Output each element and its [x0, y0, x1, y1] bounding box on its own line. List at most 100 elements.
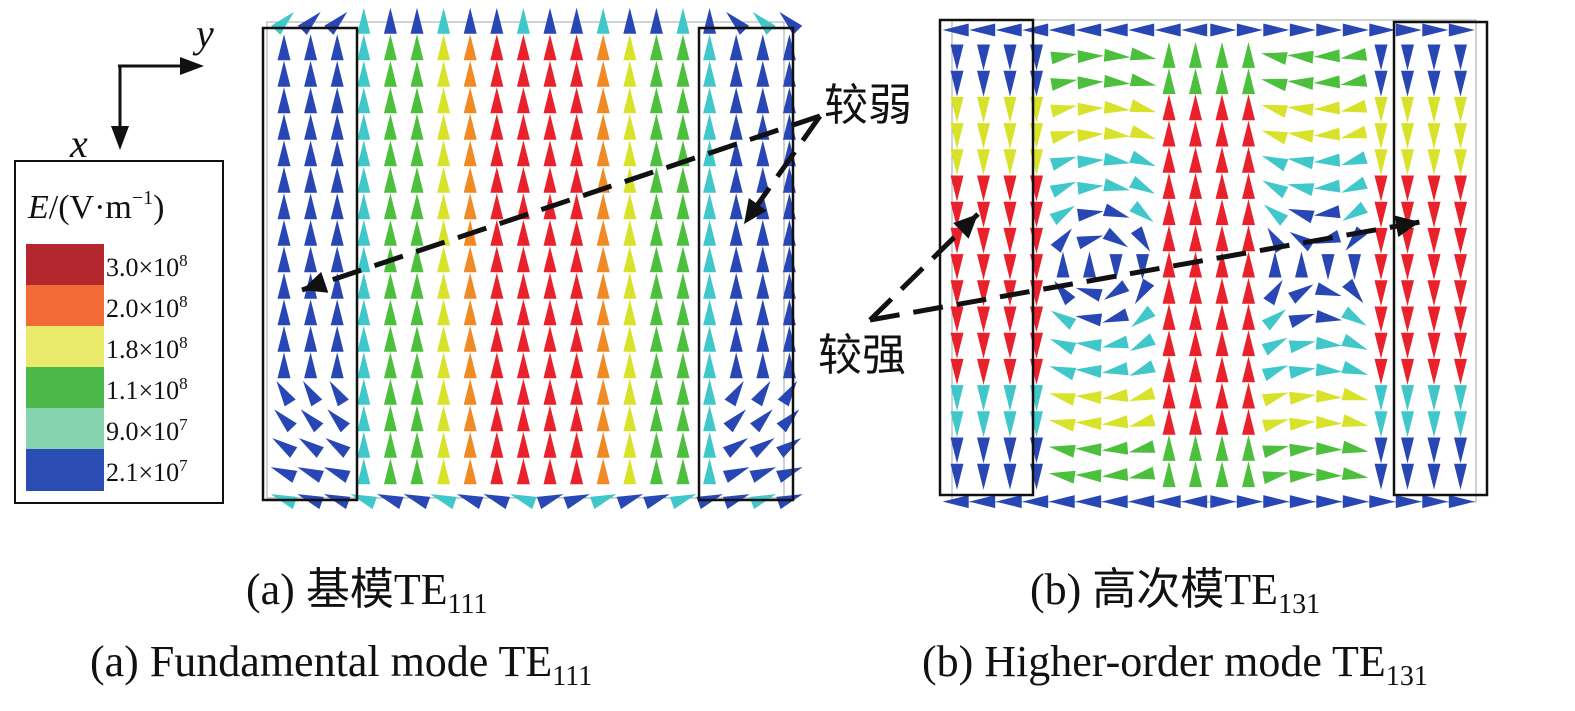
field-arrow — [1101, 441, 1129, 455]
field-arrow — [330, 193, 344, 220]
field-arrow — [1104, 280, 1130, 300]
field-arrow — [756, 87, 770, 114]
field-arrow — [1262, 471, 1289, 485]
field-arrow — [1003, 332, 1017, 359]
field-arrow — [1075, 495, 1102, 509]
field-arrow — [1075, 443, 1102, 457]
legend-label: 1.8×108 — [106, 333, 188, 364]
field-arrow — [490, 60, 504, 87]
field-arrow — [950, 463, 964, 490]
field-arrow — [1003, 385, 1017, 412]
field-arrow — [1261, 392, 1289, 407]
field-arrow — [410, 140, 424, 167]
field-arrow — [1295, 251, 1308, 278]
field-arrow — [1075, 391, 1102, 404]
field-arrow — [623, 87, 637, 114]
field-arrow — [703, 7, 717, 34]
field-arrow — [1341, 387, 1369, 401]
field-arrow — [1313, 153, 1341, 167]
field-arrow — [1077, 181, 1104, 195]
field-arrow — [463, 60, 477, 87]
field-arrow — [1128, 495, 1155, 509]
field-arrow — [410, 378, 424, 405]
field-arrow — [516, 113, 530, 140]
legend-swatch — [26, 244, 104, 286]
field-arrow — [463, 87, 477, 114]
field-arrow — [649, 166, 663, 193]
field-arrow — [1374, 463, 1388, 490]
field-arrow — [1049, 338, 1077, 355]
field-arrow — [277, 140, 291, 167]
field-arrow — [383, 325, 397, 352]
field-arrow — [756, 219, 770, 246]
field-arrow — [596, 87, 610, 114]
field-arrow — [1236, 495, 1263, 509]
legend-label: 9.0×107 — [106, 415, 188, 446]
field-arrow — [383, 272, 397, 299]
field-arrow — [1215, 120, 1229, 147]
field-arrow — [329, 380, 349, 407]
field-arrow — [1315, 363, 1343, 377]
field-arrow — [383, 431, 397, 458]
field-arrow — [950, 280, 964, 307]
field-arrow — [304, 246, 318, 273]
field-arrow — [490, 299, 504, 326]
field-arrow — [1401, 201, 1414, 228]
field-arrow — [1427, 463, 1441, 490]
field-arrow — [1189, 461, 1202, 488]
field-arrow — [950, 385, 964, 412]
field-arrow — [596, 113, 610, 140]
field-arrow — [304, 299, 318, 326]
field-arrow — [1103, 48, 1131, 62]
field-arrow — [330, 325, 344, 352]
caption-b-en: (b) Higher-order mode TE131 — [922, 637, 1428, 692]
field-arrow — [649, 431, 663, 458]
field-arrow — [277, 352, 291, 379]
field-arrow — [383, 352, 397, 379]
field-arrow — [1102, 227, 1128, 248]
field-arrow — [463, 378, 477, 405]
field-arrow — [410, 431, 424, 458]
field-arrow — [1427, 280, 1441, 307]
field-arrow — [543, 140, 557, 167]
field-arrow — [1263, 279, 1283, 306]
field-arrow — [649, 378, 663, 405]
field-arrow — [1374, 227, 1388, 254]
field-arrow — [570, 193, 584, 220]
field-arrow — [950, 96, 964, 123]
field-arrow — [570, 325, 584, 352]
field-arrow — [1003, 70, 1017, 97]
field-arrow — [383, 34, 397, 61]
field-arrow — [1315, 310, 1343, 323]
field-arrow — [516, 219, 530, 246]
field-arrow — [1401, 332, 1414, 359]
caption-a-en: (a) Fundamental mode TE111 — [90, 637, 593, 692]
field-arrow — [456, 494, 484, 510]
field-arrow — [977, 123, 990, 150]
field-arrow — [623, 246, 637, 273]
field-arrow — [1162, 199, 1176, 226]
field-arrow — [1102, 308, 1130, 323]
field-arrow — [623, 34, 637, 61]
field-arrow — [1075, 365, 1102, 378]
field-arrow — [490, 246, 504, 273]
field-arrow — [1374, 306, 1388, 333]
field-arrow — [1314, 282, 1342, 297]
axis-label-y: y — [196, 11, 214, 56]
field-arrow — [596, 431, 610, 458]
field-arrow — [300, 409, 324, 433]
field-arrow — [437, 431, 451, 458]
field-arrow — [723, 494, 750, 510]
field-arrow — [649, 87, 663, 114]
field-arrow — [304, 34, 318, 61]
field-arrow — [357, 7, 371, 34]
field-arrow — [1129, 73, 1157, 87]
field-arrow — [1215, 172, 1229, 199]
field-arrow — [676, 458, 690, 485]
field-arrow — [756, 34, 770, 61]
field-arrow — [623, 60, 637, 87]
field-arrow — [543, 246, 557, 273]
field-arrow — [570, 458, 584, 485]
field-arrow — [776, 409, 800, 433]
field-arrow — [756, 352, 770, 379]
